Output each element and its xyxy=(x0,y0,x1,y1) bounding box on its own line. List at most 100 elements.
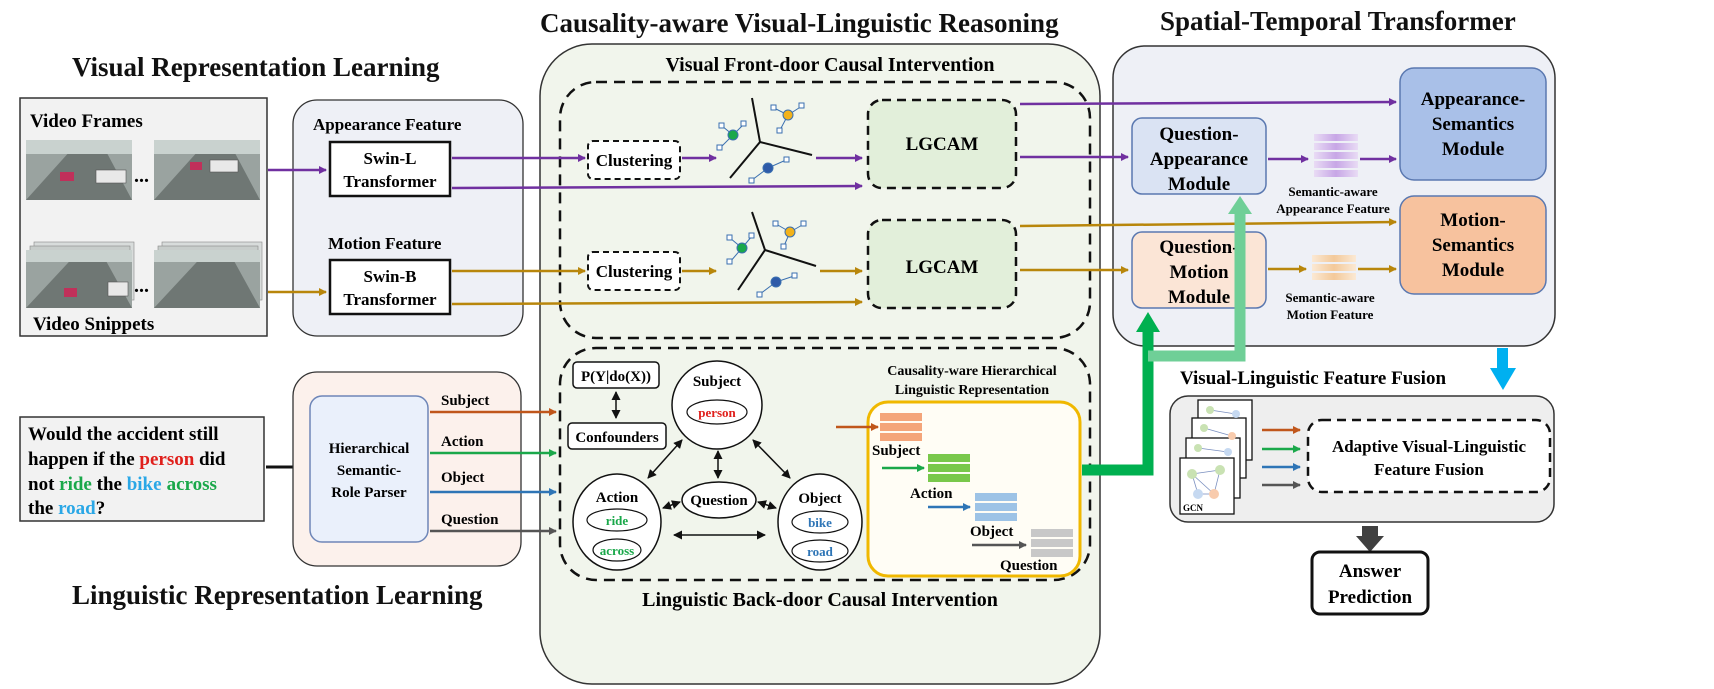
fusion-down-arrow xyxy=(1490,368,1516,390)
question-feature-bars xyxy=(1031,529,1073,557)
question-node xyxy=(681,481,757,519)
video-frames-label: Video Frames xyxy=(30,111,143,132)
object-node-label: Object xyxy=(798,491,841,507)
hier-representation-box xyxy=(866,400,1082,578)
as-module-text: Semantics xyxy=(1432,114,1514,135)
appearance-semantics-module xyxy=(1399,67,1547,181)
adaptive-fusion-text: Feature Fusion xyxy=(1374,460,1484,479)
clustering-box-appearance xyxy=(587,140,681,180)
title-spatial-temporal-transformer: Spatial-Temporal Transformer xyxy=(1160,6,1516,36)
lgcam-text: LGCAM xyxy=(906,134,979,155)
qa-module-text: Module xyxy=(1168,174,1230,195)
qa-module-text: Appearance xyxy=(1150,149,1248,170)
hier-item-label: Question xyxy=(1000,558,1058,574)
object-word: bike xyxy=(808,515,832,530)
gcn-stack-icon xyxy=(1179,399,1253,515)
clustering-text: Clustering xyxy=(596,151,673,170)
question-line-4: the road? xyxy=(28,498,105,519)
object-word-node xyxy=(791,539,849,563)
as-module-text: Module xyxy=(1442,139,1504,160)
gcn-label: GCN xyxy=(1183,503,1204,513)
title-causality-reasoning: Causality-aware Visual-Linguistic Reason… xyxy=(540,8,1059,38)
motion-semantics-module xyxy=(1399,195,1547,295)
answer-down-arrow xyxy=(1356,536,1384,552)
action-node-label: Action xyxy=(596,490,639,506)
hier-title: Linguistic Representation xyxy=(895,383,1049,398)
action-word: across xyxy=(600,543,634,558)
hier-item-label: Action xyxy=(910,486,953,502)
parser-output-label: Question xyxy=(441,512,499,528)
motion-feature-label: Motion Feature xyxy=(328,234,442,253)
title-linguistic-representation-learning: Linguistic Representation Learning xyxy=(72,580,483,610)
parser-box xyxy=(309,395,429,543)
question-motion-module xyxy=(1131,231,1267,309)
back-door-box xyxy=(558,346,1092,582)
subject-word: person xyxy=(698,405,736,420)
question-text-box xyxy=(19,416,265,522)
ellipsis: ... xyxy=(134,165,149,187)
cluster-graph-icon xyxy=(729,97,813,179)
clustering-box-motion xyxy=(587,251,681,291)
as-module-text: Appearance- xyxy=(1421,89,1525,110)
pydox-box xyxy=(572,361,660,389)
parser-output-label: Action xyxy=(441,434,484,450)
subject-feature-bars xyxy=(880,413,922,441)
cluster-nodes-icon xyxy=(726,220,807,298)
object-feature-bars xyxy=(975,493,1017,521)
cluster-nodes-icon xyxy=(716,102,805,184)
parser-label: Role Parser xyxy=(331,485,407,501)
qm-module-text: Module xyxy=(1168,287,1230,308)
adaptive-fusion-box xyxy=(1306,418,1552,494)
qa-module-text: Question- xyxy=(1159,124,1238,145)
causal-graph-edges xyxy=(647,439,791,540)
ellipsis: ... xyxy=(134,275,149,297)
swin-l-text: Swin-L xyxy=(364,149,417,168)
clustering-text: Clustering xyxy=(596,262,673,281)
adaptive-fusion-text: Adaptive Visual-Linguistic xyxy=(1332,437,1527,456)
linguistic-link-arrow xyxy=(1148,212,1246,362)
semantic-aware-label: Appearance Feature xyxy=(1276,201,1390,216)
lgcam-text: LGCAM xyxy=(906,257,979,278)
parser-output-label: Object xyxy=(441,470,484,486)
subject-node-label: Subject xyxy=(693,374,741,390)
lgcam-box-appearance xyxy=(866,98,1018,190)
video-frame-thumbnail xyxy=(154,140,260,200)
answer-text: Answer xyxy=(1339,561,1402,582)
swin-b-box xyxy=(328,258,452,316)
appearance-feature-label: Appearance Feature xyxy=(313,115,462,134)
qm-module-text: Motion xyxy=(1169,262,1229,283)
hier-item-label: Subject xyxy=(872,443,920,459)
action-word-node xyxy=(586,508,648,532)
subject-word-node xyxy=(686,399,748,425)
semantic-appearance-feature-stack xyxy=(1314,134,1358,177)
ms-module-text: Semantics xyxy=(1432,235,1514,256)
semantic-aware-label: Semantic-aware xyxy=(1288,184,1378,199)
semantic-aware-label: Semantic-aware xyxy=(1285,290,1375,305)
parser-label: Semantic- xyxy=(337,463,401,479)
question-node-label: Question xyxy=(690,493,748,509)
semantic-aware-label: Motion Feature xyxy=(1287,307,1374,322)
semantic-motion-feature-stack xyxy=(1312,255,1356,280)
hier-item-label: Object xyxy=(970,524,1013,540)
action-feature-bars xyxy=(928,454,970,482)
ms-module-text: Motion- xyxy=(1440,210,1505,231)
object-word-node xyxy=(791,510,849,534)
parser-output-label: Subject xyxy=(441,393,489,409)
cluster-graph-icon xyxy=(737,211,817,291)
back-door-title: Linguistic Back-door Causal Intervention xyxy=(642,589,998,611)
title-visual-representation-learning: Visual Representation Learning xyxy=(72,52,440,82)
question-appearance-module xyxy=(1131,117,1267,195)
front-door-title: Visual Front-door Causal Intervention xyxy=(665,54,994,76)
lgcam-box-motion xyxy=(866,218,1018,310)
video-frame-thumbnail xyxy=(26,140,132,200)
video-snippet-thumbnail xyxy=(154,241,263,308)
swin-b-text: Transformer xyxy=(343,290,437,309)
video-snippets-label: Video Snippets xyxy=(33,314,154,335)
video-snippet-thumbnail xyxy=(26,241,135,308)
fusion-title: Visual-Linguistic Feature Fusion xyxy=(1180,368,1446,389)
confounders-text: Confounders xyxy=(575,430,659,446)
ms-module-text: Module xyxy=(1442,260,1504,281)
linguistic-link-arrow xyxy=(1082,330,1154,476)
